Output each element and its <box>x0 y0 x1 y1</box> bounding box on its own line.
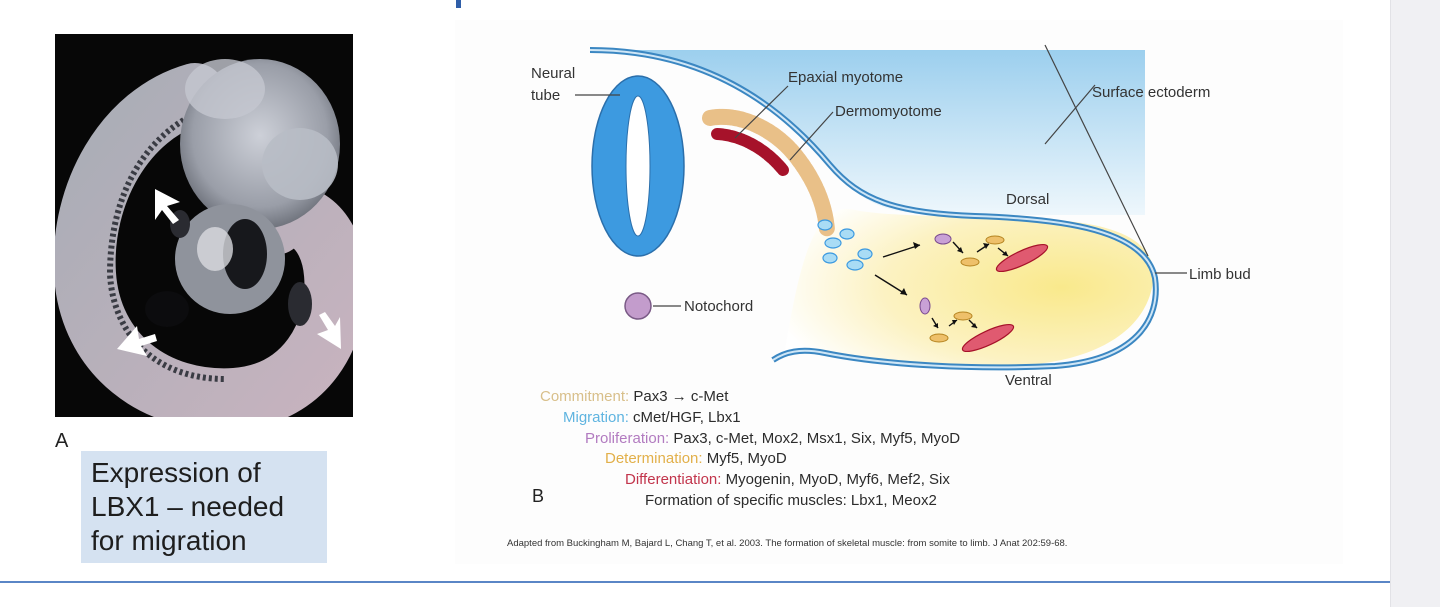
legend-term: Determination: <box>605 450 703 467</box>
label-neural: Neural <box>531 65 575 82</box>
label-tube: tube <box>531 87 560 104</box>
notochord <box>624 292 652 320</box>
panel-label-a: A <box>55 430 69 452</box>
label-notochord: Notochord <box>684 298 753 315</box>
epaxial-myotome <box>711 128 789 176</box>
legend-commitment: Commitment: Pax3 → c-Met <box>540 388 728 405</box>
slide: A Expression of LBX1 – needed for migrat… <box>0 0 1390 607</box>
legend-differentiation: Differentiation: Myogenin, MyoD, Myf6, M… <box>625 471 950 488</box>
embryo-photo <box>55 34 353 417</box>
label-ventral: Ventral <box>1005 372 1052 389</box>
legend-term: Differentiation: <box>625 471 722 488</box>
legend-genes: Myf5, MyoD <box>706 450 787 467</box>
label-surface-ectoderm: Surface ectoderm <box>1092 84 1210 101</box>
label-dorsal: Dorsal <box>1006 191 1049 208</box>
legend-proliferation: Proliferation: Pax3, c-Met, Mox2, Msx1, … <box>585 430 960 447</box>
legend-migration: Migration: cMet/HGF, Lbx1 <box>563 409 741 426</box>
legend-formation: Formation of specific muscles: Lbx1, Meo… <box>645 492 937 509</box>
legend-genes: Myogenin, MyoD, Myf6, Mef2, Six <box>725 471 950 488</box>
footer-rule <box>0 581 1390 583</box>
caption-line-2: LBX1 – needed <box>91 491 285 522</box>
legend-genes: Pax3 → c-Met <box>633 388 729 405</box>
caption-box: Expression of LBX1 – needed for migratio… <box>81 451 327 563</box>
arrow-icon <box>117 189 341 356</box>
legend-term: Migration: <box>563 409 629 426</box>
legend-determination: Determination: Myf5, MyoD <box>605 450 787 467</box>
legend-genes: Pax3, c-Met, Mox2, Msx1, Six, Myf5, MyoD <box>673 430 961 447</box>
migrating-cells <box>817 219 873 271</box>
legend-term: Proliferation: <box>585 430 670 447</box>
label-epaxial-myotome: Epaxial myotome <box>788 69 903 86</box>
figure-credit: Adapted from Buckingham M, Bajard L, Cha… <box>507 538 1068 549</box>
caption-line-3: for migration <box>91 525 247 556</box>
legend-genes: Formation of specific muscles: Lbx1, Meo… <box>645 492 937 509</box>
panel-label-b: B <box>532 486 545 506</box>
title-fragment <box>456 0 461 8</box>
legend-genes: cMet/HGF, Lbx1 <box>633 409 741 426</box>
migration-diagram: Neural tube Epaxial myotome Dermomyotome… <box>455 20 1343 564</box>
legend-term: Commitment: <box>540 388 630 405</box>
label-limb-bud: Limb bud <box>1189 266 1251 283</box>
scroll-strip <box>1390 0 1440 607</box>
caption-line-1: Expression of <box>91 457 261 488</box>
label-dermomyotome: Dermomyotome <box>835 103 942 120</box>
